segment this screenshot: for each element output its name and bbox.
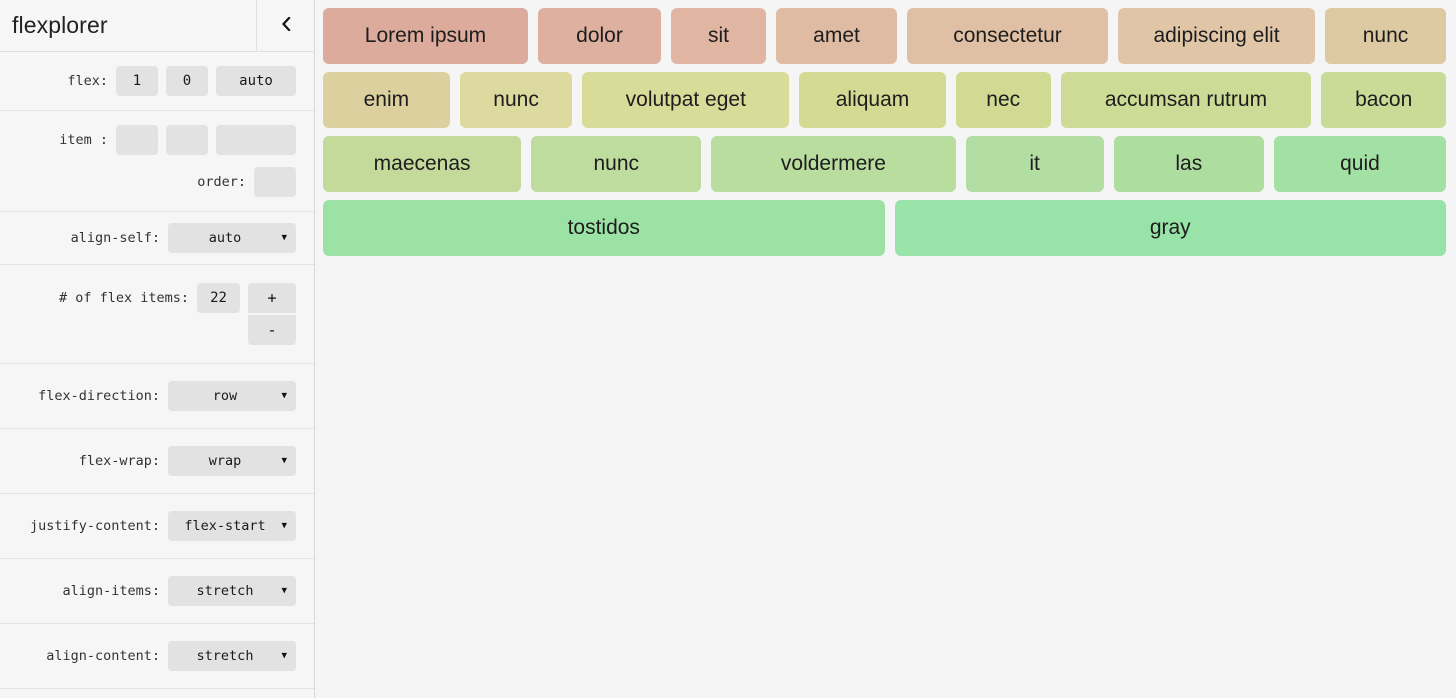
flex-item[interactable]: bacon xyxy=(1321,72,1447,128)
flex-item-label: maecenas xyxy=(373,152,471,175)
item-count-stepper: + - xyxy=(248,283,296,345)
flex-item[interactable]: sit xyxy=(671,8,766,64)
sidebar-header: flexplorer xyxy=(0,0,314,52)
flex-item[interactable]: las xyxy=(1113,136,1264,192)
flex-item[interactable]: dolor xyxy=(538,8,661,64)
control-row-flex-wrap: flex-wrap: wrap ▾ xyxy=(0,429,314,494)
flex-item[interactable]: accumsan rutrum xyxy=(1060,72,1312,128)
control-row-align-self: align-self: auto ▾ xyxy=(0,212,314,265)
flex-item-label: volutpat eget xyxy=(625,88,746,111)
control-fields-item-count: + - xyxy=(197,283,296,345)
flex-direction-select-wrap: row ▾ xyxy=(168,381,296,411)
flex-item-label: amet xyxy=(813,24,860,47)
item-count-input[interactable] xyxy=(197,283,240,313)
flex-item-label: nunc xyxy=(493,88,539,111)
increment-items-button[interactable]: + xyxy=(248,283,296,313)
flex-item-label: las xyxy=(1175,152,1203,175)
flex-item-label: accumsan rutrum xyxy=(1104,88,1268,111)
flex-item-label: nunc xyxy=(593,152,640,175)
control-label-flex-direction: flex-direction: xyxy=(38,388,160,404)
flex-item[interactable]: quid xyxy=(1273,136,1447,192)
flex-item-label: gray xyxy=(1149,216,1191,239)
justify-content-select[interactable]: flex-start xyxy=(168,511,296,541)
order-input[interactable] xyxy=(254,167,296,197)
control-fields-item xyxy=(116,125,296,155)
item-shrink-input[interactable] xyxy=(166,125,208,155)
align-self-select-wrap: auto ▾ xyxy=(168,223,296,253)
flex-item[interactable]: nunc xyxy=(1325,8,1446,64)
flex-item-label: tostidos xyxy=(567,216,640,239)
page-title: flexplorer xyxy=(12,12,108,38)
sidebar-collapse-button[interactable] xyxy=(256,0,314,51)
flex-item[interactable]: amet xyxy=(776,8,897,64)
control-fields-flex xyxy=(116,66,296,96)
flex-item-label: sit xyxy=(708,24,729,47)
flex-wrap-select[interactable]: wrap xyxy=(168,446,296,476)
flex-shrink-input[interactable] xyxy=(166,66,208,96)
align-items-select[interactable]: stretch xyxy=(168,576,296,606)
flex-item-label: nec xyxy=(986,88,1021,111)
align-content-select[interactable]: stretch xyxy=(168,641,296,671)
control-label-item-count: # of flex items: xyxy=(58,290,189,306)
flex-item[interactable]: nec xyxy=(955,72,1051,128)
flex-item[interactable]: aliquam xyxy=(799,72,946,128)
flex-item[interactable]: voldermere xyxy=(711,136,956,192)
flex-item[interactable]: it xyxy=(965,136,1104,192)
flex-item[interactable]: enim xyxy=(323,72,450,128)
flex-item[interactable]: Lorem ipsum xyxy=(323,8,528,64)
control-label-justify-content: justify-content: xyxy=(29,518,160,534)
flex-item[interactable]: consectetur xyxy=(907,8,1108,64)
flex-item[interactable]: nunc xyxy=(531,136,702,192)
decrement-items-button[interactable]: - xyxy=(248,315,296,345)
flex-item[interactable]: volutpat eget xyxy=(582,72,790,128)
control-label-order: order: xyxy=(197,174,246,190)
control-row-align-items: align-items: stretch ▾ xyxy=(0,559,314,624)
control-label-item: item : xyxy=(59,132,108,148)
control-row-item-count: # of flex items: + - xyxy=(0,265,314,364)
chevron-left-icon xyxy=(281,15,291,35)
justify-content-select-wrap: flex-start ▾ xyxy=(168,511,296,541)
flex-item-label: consectetur xyxy=(953,24,1062,47)
control-row-flex-direction: flex-direction: row ▾ xyxy=(0,364,314,429)
flex-item-label: aliquam xyxy=(835,88,910,111)
flex-item-label: quid xyxy=(1340,152,1380,175)
flex-item-label: Lorem ipsum xyxy=(364,24,487,47)
control-row-flex: flex: xyxy=(0,52,314,111)
control-label-flex: flex: xyxy=(67,73,108,89)
flex-item[interactable]: maecenas xyxy=(323,136,522,192)
flex-item-label: nunc xyxy=(1362,24,1409,47)
flex-item-label: dolor xyxy=(576,24,623,47)
item-basis-input[interactable] xyxy=(216,125,296,155)
flex-grow-input[interactable] xyxy=(116,66,158,96)
item-grow-input[interactable] xyxy=(116,125,158,155)
control-row-justify-content: justify-content: flex-start ▾ xyxy=(0,494,314,559)
control-row-align-content: align-content: stretch ▾ xyxy=(0,624,314,689)
control-label-align-self: align-self: xyxy=(70,230,160,246)
control-label-align-content: align-content: xyxy=(46,648,160,664)
flex-item[interactable]: tostidos xyxy=(323,200,885,256)
preview-area: Lorem ipsum dolor sit amet consectetur adipis… xyxy=(315,0,1456,698)
flex-container: Lorem ipsum dolor sit amet consectetur adipis… xyxy=(323,8,1456,264)
control-label-align-items: align-items: xyxy=(62,583,160,599)
flex-item-label: adipiscing elit xyxy=(1153,24,1280,47)
control-row-item: item : order: xyxy=(0,111,314,212)
flex-item-label: voldermere xyxy=(780,152,886,175)
align-content-select-wrap: stretch ▾ xyxy=(168,641,296,671)
flex-direction-select[interactable]: row xyxy=(168,381,296,411)
flex-item-label: bacon xyxy=(1355,88,1413,111)
flex-item[interactable]: adipiscing elit xyxy=(1118,8,1315,64)
flex-basis-input[interactable] xyxy=(216,66,296,96)
sidebar: flexplorer flex: item : xyxy=(0,0,315,698)
flex-wrap-select-wrap: wrap ▾ xyxy=(168,446,296,476)
flex-item[interactable]: gray xyxy=(894,200,1446,256)
flex-item-label: it xyxy=(1029,152,1040,175)
align-items-select-wrap: stretch ▾ xyxy=(168,576,296,606)
flex-item-label: enim xyxy=(363,88,410,111)
flex-item[interactable]: nunc xyxy=(459,72,573,128)
control-label-flex-wrap: flex-wrap: xyxy=(78,453,160,469)
align-self-select[interactable]: auto xyxy=(168,223,296,253)
